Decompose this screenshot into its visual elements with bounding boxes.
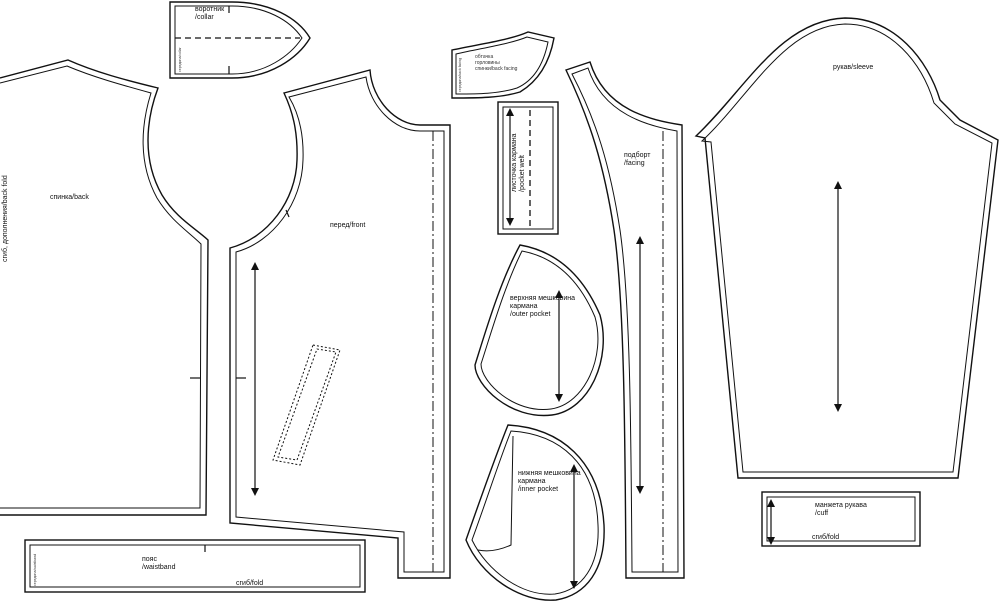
cuff-piece — [761, 491, 921, 547]
front-label: перед/front — [330, 222, 366, 229]
pocket-welt-label: листочка кармана /pocket welt — [511, 133, 526, 192]
cuff-fold-label: сгиб/fold — [812, 534, 840, 541]
back-label: спинка/back — [50, 194, 89, 201]
back-fold-label: сгиб, дополнения/back fold — [2, 175, 9, 262]
waistband-label: пояс /waistband — [142, 556, 176, 571]
outer-pocket-piece — [474, 244, 604, 417]
cuff-label: манжета рукава /cuff — [815, 502, 867, 517]
front-piece — [229, 69, 451, 579]
sleeve-label: рукав/sleeve — [833, 64, 874, 71]
back-facing-label: обтачка горловины спинки/back facing — [475, 54, 518, 72]
waistband-side-label: середина/waistband — [33, 553, 37, 586]
waistband-fold-label: сгиб/fold — [236, 580, 264, 587]
sleeve-piece — [694, 17, 999, 479]
inner-pocket-label: нижняя мешковина кармана /inner pocket — [518, 470, 581, 493]
facing-label: подборт /facing — [624, 152, 651, 167]
waistband-piece — [24, 539, 366, 593]
outer-pocket-label: верхняя мешковина кармана /outer pocket — [510, 295, 575, 318]
collar-label: воротник /collar — [195, 6, 225, 21]
pocket-welt-piece — [497, 101, 559, 235]
back-facing-piece — [451, 31, 555, 99]
back-facing-side-label: середина/back facing — [458, 57, 462, 92]
collar-side-label: середина/collar — [178, 47, 182, 72]
inner-pocket-piece — [465, 424, 605, 601]
collar-piece — [169, 1, 311, 79]
back-piece — [0, 59, 209, 516]
facing-piece — [565, 61, 685, 579]
